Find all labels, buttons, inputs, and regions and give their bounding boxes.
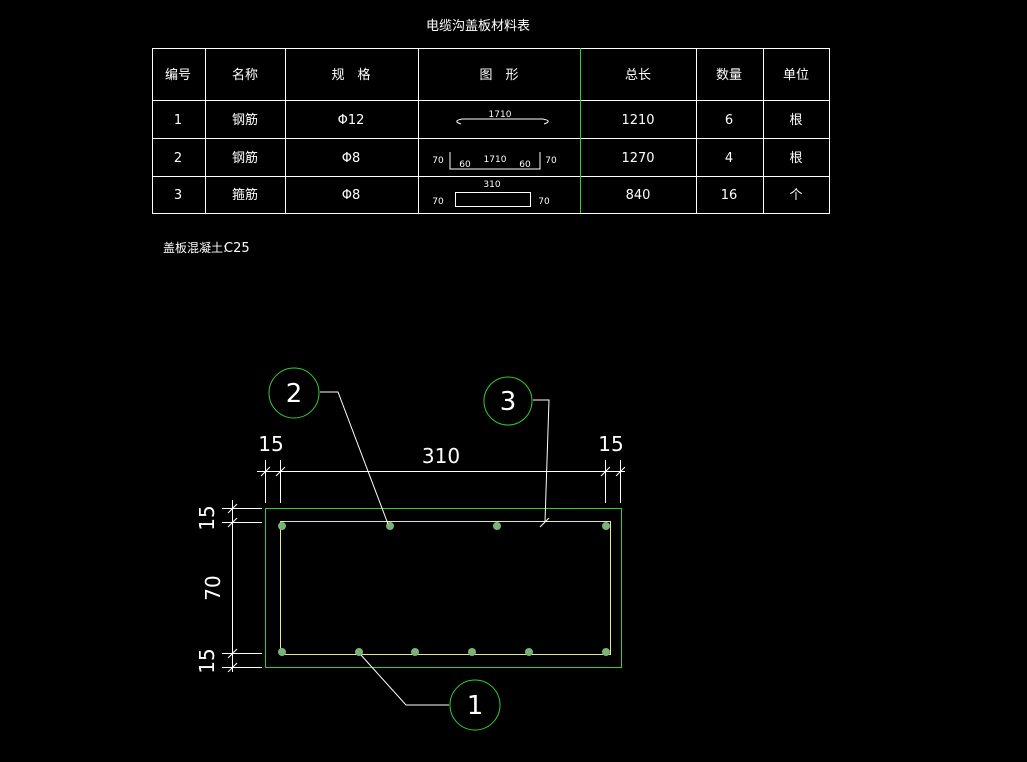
- horizontal-dimension: [257, 460, 626, 503]
- leader-tick: [539, 517, 550, 528]
- row-qty: 4: [725, 151, 733, 166]
- stirrup-rect: [455, 192, 531, 207]
- rebar-hook-bar: [456, 118, 549, 125]
- rebar-dot: [278, 522, 286, 530]
- table-row: 3 箍筋 Φ8 840 16 个: [174, 187, 803, 203]
- callout-2: 2: [268, 367, 389, 525]
- row-no: 3: [174, 188, 182, 203]
- row-length: 1210: [621, 113, 654, 128]
- row-no: 1: [174, 113, 182, 128]
- row-unit: 根: [789, 151, 802, 166]
- concrete-grade: C25: [224, 241, 250, 256]
- callout-number: 3: [500, 387, 517, 417]
- rebar-shape-2: 70 60 1710 60 70: [432, 152, 557, 170]
- shape-dim: 70: [538, 197, 550, 207]
- concrete-note-label: 盖板混凝土:: [163, 240, 227, 255]
- dim-left-mid: 70: [201, 575, 225, 600]
- rebar-shape-3: 310 70 70: [432, 180, 550, 207]
- row-spec: Φ8: [342, 188, 361, 203]
- header-no: 编号: [165, 68, 191, 83]
- callout-3: 3: [483, 376, 550, 528]
- header-qty: 数量: [716, 68, 742, 83]
- callout-circle: [449, 679, 501, 731]
- dim-top-left: 15: [258, 432, 283, 456]
- stirrup-outline: [280, 521, 611, 655]
- vertical-dimension: [222, 500, 262, 673]
- row-spec: Φ8: [342, 151, 361, 166]
- shape-dim: 310: [483, 180, 500, 190]
- row-no: 2: [174, 151, 182, 166]
- slab-outline: [265, 508, 622, 668]
- header-length: 总长: [625, 68, 651, 83]
- rebar-dot: [355, 648, 363, 656]
- leader-line: [360, 654, 449, 706]
- rebar-dot: [602, 522, 610, 530]
- rebar-dot: [468, 648, 476, 656]
- rebar-dot: [602, 648, 610, 656]
- row-unit: 根: [789, 113, 802, 128]
- table-header: 编号 名称 规 格 图 形 总长 数量 单位: [165, 67, 809, 83]
- table-title: 电缆沟盖板材料表: [426, 18, 530, 34]
- rebar-dot: [278, 648, 286, 656]
- top-rebars: [278, 522, 610, 530]
- cover-slab-section: 15 310 15 15 70 15 2 3: [195, 367, 626, 731]
- row-unit: 个: [789, 188, 802, 203]
- callout-number: 1: [467, 691, 484, 721]
- callout-number: 2: [286, 379, 303, 409]
- table-row: 2 钢筋 Φ8 1270 4 根: [174, 150, 803, 166]
- row-name: 钢筋: [232, 112, 258, 128]
- header-spec: 规 格: [331, 67, 370, 83]
- rebar-dot: [493, 522, 501, 530]
- callout-circle: [268, 367, 320, 419]
- row-name: 箍筋: [232, 187, 258, 203]
- row-qty: 16: [721, 188, 738, 203]
- shape-dim: 60: [459, 160, 471, 170]
- header-name: 名称: [232, 67, 258, 83]
- shape-dim: 70: [545, 156, 557, 166]
- dim-top-right: 15: [598, 432, 623, 456]
- row-length: 1270: [621, 151, 654, 166]
- header-shape: 图 形: [479, 68, 518, 83]
- shape-dim: 70: [432, 156, 444, 166]
- rebar-dot: [411, 648, 419, 656]
- shape-dim: 60: [519, 160, 531, 170]
- rebar-dot: [525, 648, 533, 656]
- shape-dim: 1710: [484, 155, 507, 165]
- row-name: 钢筋: [232, 150, 258, 166]
- shape-dim: 70: [432, 197, 444, 207]
- shape-dim: 1710: [489, 110, 512, 120]
- dim-top-mid: 310: [422, 444, 460, 468]
- row-spec: Φ12: [338, 113, 365, 128]
- rebar-shape-1: 1710: [456, 110, 549, 125]
- leader-line: [533, 399, 550, 523]
- header-unit: 单位: [783, 68, 809, 83]
- bottom-rebars: [278, 648, 610, 656]
- leader-line: [320, 391, 389, 525]
- material-table: [152, 48, 830, 214]
- callout-1: 1: [360, 654, 501, 731]
- rebar-bent-bar: [449, 152, 541, 170]
- callout-circle: [483, 376, 533, 426]
- row-length: 840: [626, 188, 651, 203]
- dim-left-top: 15: [195, 505, 219, 530]
- row-qty: 6: [725, 113, 733, 128]
- table-row: 1 钢筋 Φ12 1210 6 根: [174, 112, 803, 128]
- dim-left-bottom: 15: [195, 648, 219, 673]
